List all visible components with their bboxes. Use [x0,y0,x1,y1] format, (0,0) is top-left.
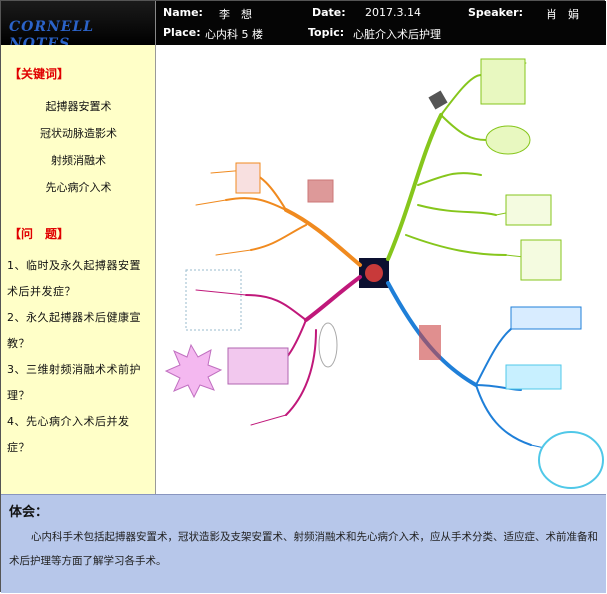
starburst-note [164,343,223,399]
summary-section: 体会： 心内科手术包括起搏器安置术，冠状造影及支架安置术、射频消融术和先心病介入… [1,494,606,593]
heart-icon [365,264,383,282]
topic-label: Topic: [308,26,345,39]
summary-text: 心内科手术包括起搏器安置术，冠状造影及支架安置术、射频消融术和先心病介入术，应从… [9,531,598,567]
green-note-oval [485,125,531,155]
orange-note-box [235,162,261,194]
question-item: 4、先心病介入术后并发症？ [7,415,130,454]
brand-logo: CORNELL NOTES [1,1,156,52]
place-value: 心内科 5 楼 [205,28,263,41]
mind-map-diagram [164,58,604,489]
name-value: 李 想 [219,8,252,21]
summary-title: 体会： [9,505,49,520]
name-label: Name: [163,6,203,19]
stent-image [419,325,441,360]
question-item: 3、三维射频消融术术前护理？ [7,363,141,402]
place-label: Place: [163,26,201,39]
branch-orange [195,169,362,267]
green-note-box [520,239,562,281]
keyword-item: 起搏器安置术 [45,100,112,113]
topic-value: 心脏介入术后护理 [353,28,441,41]
pink-note-box [227,347,289,385]
device-image [428,90,448,110]
keywords-title: 【关键词】 [9,67,70,81]
keyword-item: 冠状动脉造影术 [40,127,117,140]
keyword-item: 射频消融术 [51,154,106,167]
speaker-value: 肖 娟 [546,8,579,21]
date-label: Date: [312,6,346,19]
date-value: 2017.3.14 [365,6,421,19]
green-note-box [505,194,552,226]
cyan-note-box [505,364,562,390]
questions-title: 【问 题】 [9,227,70,241]
header-bar: CORNELL NOTES Name: 李 想 Date: 2017.3.14 … [1,1,606,52]
blue-note-box [510,306,582,330]
branch-green [386,62,552,261]
flowchart-box [185,269,242,331]
cyan-note-oval [538,431,604,489]
keyword-item: 先心病介入术 [45,181,112,194]
body-outline-image [318,322,338,368]
cue-column: 【关键词】 起搏器安置术 冠状动脉造影术 射频消融术 先心病介入术 【问 题】 … [1,45,156,494]
speaker-label: Speaker: [468,6,523,19]
question-item: 2、永久起搏器术后健康宣教？ [7,311,141,350]
anatomy-image [307,179,334,203]
mind-map-image [156,45,606,494]
green-note-box [480,58,526,105]
question-item: 1、临时及永久起搏器安置术后并发症？ [7,259,141,298]
